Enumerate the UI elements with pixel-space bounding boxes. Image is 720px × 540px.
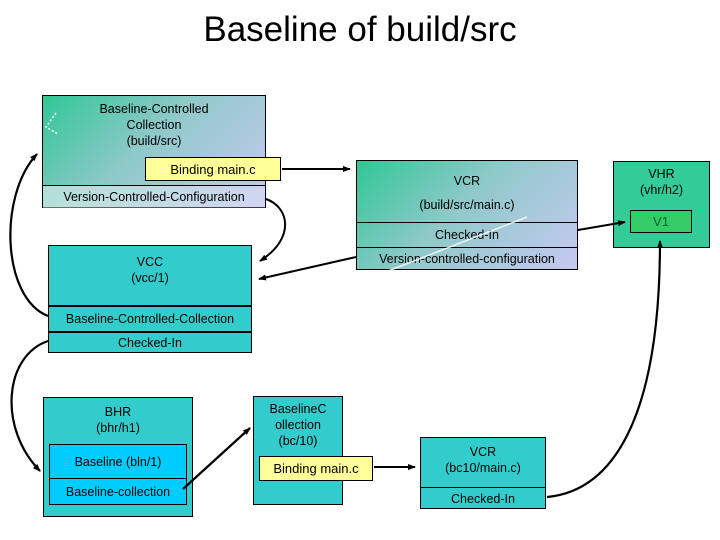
vhr-version-v1-box: V1 [630,210,692,233]
vcc-name: VCC [136,255,164,269]
baseline-controlled-collection-label: Baseline-Controlled Collection (build/sr… [99,102,209,148]
bcc-section-version-controlled-configuration: Version-Controlled-Configuration [43,185,265,208]
vcr-top-box: VCR (build/src/main.c) Checked-In Versio… [356,160,578,270]
bhr-baseline-collection-label: Baseline-collection [50,478,186,504]
vcr-top-name: VCR [453,174,481,188]
vhr-path: (vhr/h2) [639,183,684,197]
vcr-top-path: (build/src/main.c) [419,198,515,212]
vcr-bottom-box: VCR (bc10/main.c) Checked-In [420,437,546,509]
arrow-vcr-bc10-checkedin-to-v1 [546,240,663,499]
arrow-baseline-collection-to-bc [182,427,251,490]
binding-main-c-bottom-box: Binding main.c [259,456,373,481]
arrow-bcc-config-to-vcc [259,198,287,262]
vcc-section-checked-in: Checked-In [49,331,251,352]
vcc-box: VCC (vcc/1) Baseline-Controlled-Collecti… [48,245,252,353]
arrow-vcr-config-to-vcc [258,256,357,281]
baseline-collection-box: BaselineC ollection (bc/10) [253,396,343,505]
vcr-top-section-version-controlled-configuration: Version-controlled-configuration [357,247,577,270]
vhr-name: VHR [648,167,675,181]
bhr-box: BHR (bhr/h1) Baseline (bln/1) Baseline-c… [43,397,193,517]
vcc-path: (vcc/1) [131,271,169,285]
bhr-baseline-label: Baseline (bln/1) [74,454,162,469]
bhr-path: (bhr/h1) [96,421,140,435]
slide-title: Baseline of build/src [203,10,517,49]
vhr-box: VHR (vhr/h2) V1 [613,161,710,248]
baseline-controlled-collection-box: Baseline-Controlled Collection (build/sr… [42,95,266,208]
binding-main-c-top-box: Binding main.c [145,157,281,181]
bhr-name: BHR [104,405,132,419]
vcc-section-baseline-controlled-collection: Baseline-Controlled-Collection [49,305,251,331]
vcr-top-section-checked-in: Checked-In [357,222,577,247]
bhr-baseline-inner-box: Baseline (bln/1) Baseline-collection [49,444,187,505]
baseline-collection-label: BaselineC ollection (bc/10) [269,402,327,448]
vcr-bottom-section-checked-in: Checked-In [421,487,545,510]
vcr-bottom-path: (bc10/main.c) [445,461,521,475]
vcr-bottom-name: VCR [469,445,497,459]
